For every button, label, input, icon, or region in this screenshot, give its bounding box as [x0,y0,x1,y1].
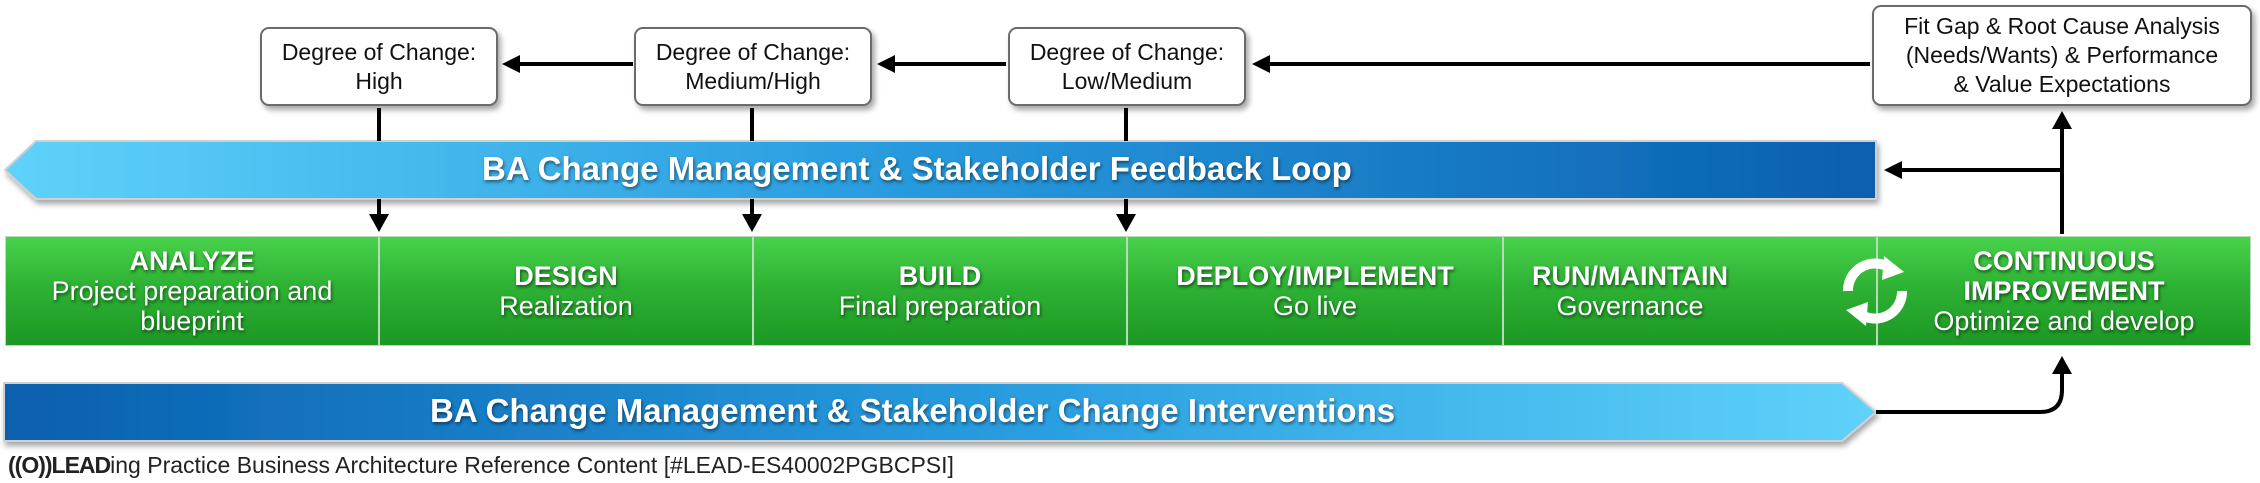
phase-deploy: DEPLOY/IMPLEMENT Go live [1127,236,1503,346]
footer: ((O))LEADing Practice Business Architect… [8,452,954,479]
degree-box-label: Degree of Change: [655,38,851,65]
phase-subtitle: Project preparation and blueprint [51,276,333,336]
interventions-banner-title: BA Change Management & Stakeholder Chang… [430,392,1396,429]
phase-subtitle: Optimize and develop [1933,306,2195,336]
degree-box-value: High [355,67,403,94]
phase-title: DESIGN [514,261,618,291]
phase-title: DEPLOY/IMPLEMENT [1176,261,1454,291]
phase-subtitle: Go live [1272,291,1358,321]
feedback-banner-title: BA Change Management & Stakeholder Feedb… [482,150,1352,187]
cycle-icon [1842,256,1908,326]
phase-subtitle: Final preparation [838,291,1042,321]
interventions-banner-shape [3,382,1878,442]
fit-gap-line: Fit Gap & Root Cause Analysis [1904,13,2220,39]
phase-title: RUN/MAINTAIN [1532,261,1728,291]
degree-box-value: Medium/High [685,67,821,94]
phase-title: ANALYZE [129,246,255,276]
degree-box-label: Degree of Change: [281,38,477,65]
feedback-banner-shape [3,140,1877,200]
phase-subtitle: Governance [1556,291,1704,321]
phase-title: CONTINUOUS IMPROVEMENT [1963,246,2165,306]
degree-box-low-medium: Degree of Change: Low/Medium [1008,27,1246,106]
leading-practice-logo: ((O))LEAD [8,452,111,478]
footer-text: ing Practice Business Architecture Refer… [110,452,954,478]
phase-design: DESIGN Realization [379,236,753,346]
phase-analyze: ANALYZE Project preparation and blueprin… [5,236,379,346]
degree-box-medium-high: Degree of Change: Medium/High [634,27,872,106]
degree-box-label: Degree of Change: [1029,38,1225,65]
phase-title: BUILD [898,261,982,291]
degree-box-value: Low/Medium [1061,67,1193,94]
phase-run-maintain: RUN/MAINTAIN Governance [1503,236,1877,346]
phase-build: BUILD Final preparation [753,236,1127,346]
fit-gap-line: & Value Expectations [1953,71,2171,97]
phase-continuous-improvement: CONTINUOUS IMPROVEMENT Optimize and deve… [1877,236,2251,346]
fit-gap-line: (Needs/Wants) & Performance [1905,42,2219,68]
degree-box-high: Degree of Change: High [260,27,498,106]
phase-subtitle: Realization [499,291,633,321]
fit-gap-box: Fit Gap & Root Cause Analysis (Needs/Wan… [1872,5,2252,106]
